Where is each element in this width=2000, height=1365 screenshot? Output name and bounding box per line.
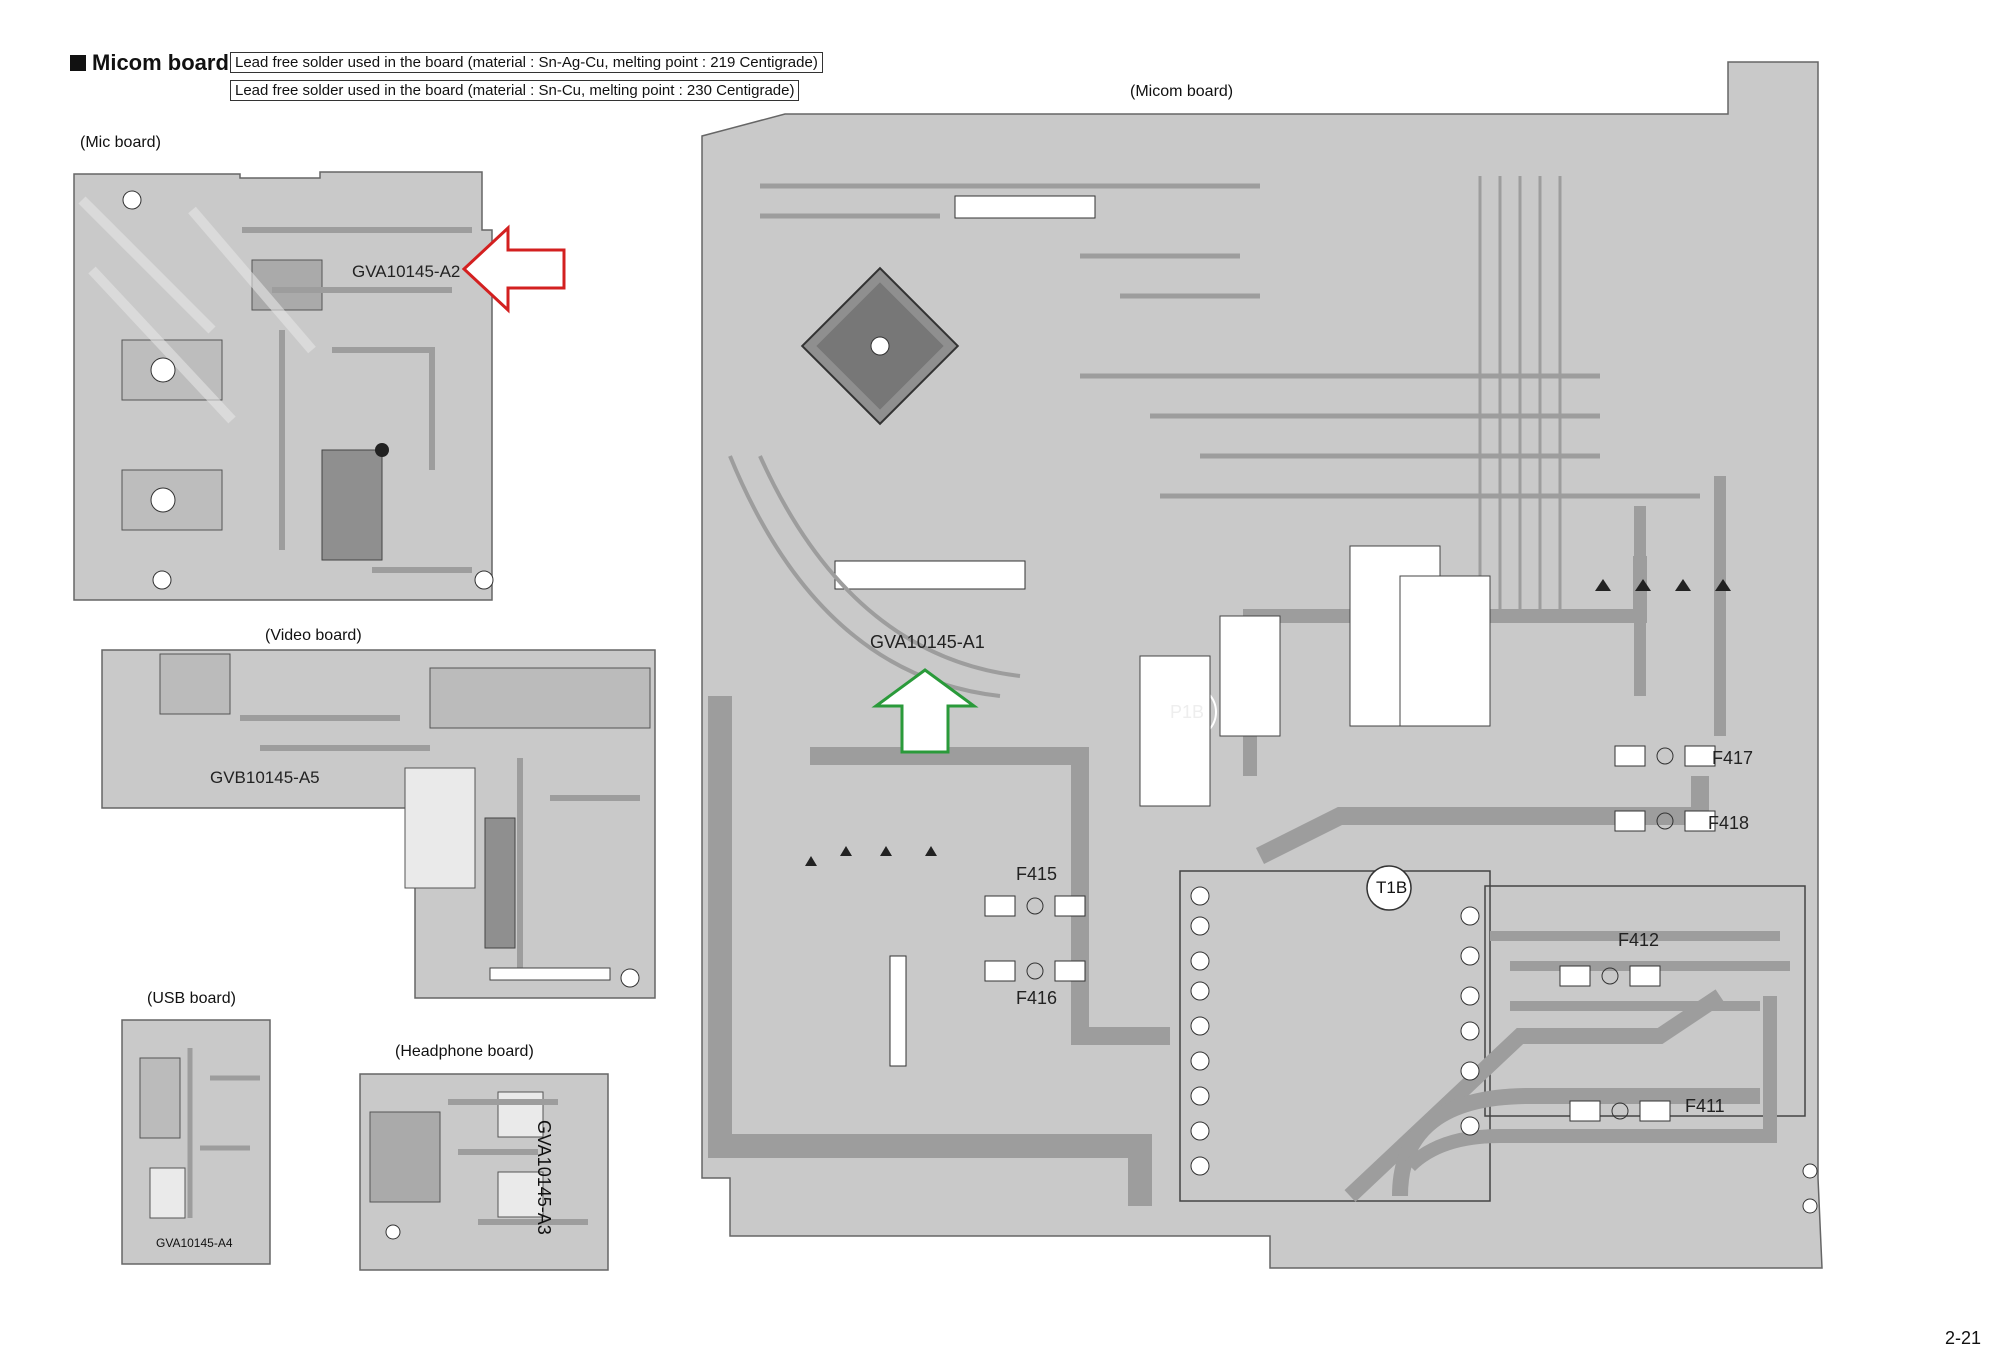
- micom-board-pcb: [701, 61, 1823, 1269]
- usb-board-title: (USB board): [147, 990, 236, 1007]
- f416-label: F416: [1016, 988, 1058, 1008]
- mic-board: GVA10145-A2: [72, 170, 514, 605]
- usb-board-code: GVA10145-A4: [156, 1236, 233, 1250]
- f415-label: F415: [1016, 864, 1058, 884]
- headphone-board-code: GVA10145-A3: [534, 1120, 554, 1235]
- headphone-board-title: (Headphone board): [395, 1043, 534, 1060]
- solder-note-2: Lead free solder used in the board (mate…: [230, 80, 800, 101]
- video-board: GVB10145-A5: [100, 648, 660, 1003]
- micom-arrow-icon: [871, 668, 979, 754]
- p1b-label: P1B: [1170, 702, 1205, 722]
- usb-board-pcb: [121, 1019, 271, 1265]
- f418-label: F418: [1708, 813, 1750, 833]
- video-board-code: GVB10145-A5: [210, 768, 320, 787]
- f411-label: F411: [1685, 1096, 1725, 1116]
- usb-board: GVA10145-A4: [120, 1018, 272, 1266]
- video-board-title: (Video board): [265, 627, 362, 644]
- solder-note-1: Lead free solder used in the board (mate…: [230, 52, 823, 73]
- f417-label: F417: [1712, 748, 1754, 768]
- mic-arrow-icon: [461, 224, 566, 314]
- headphone-board-pcb: [359, 1073, 609, 1271]
- mic-board-title: (Mic board): [80, 134, 161, 151]
- mic-board-code: GVA10145-A2: [352, 262, 461, 281]
- headphone-board: GVA10145-A3: [358, 1072, 610, 1272]
- mic-board-pcb: [73, 171, 494, 601]
- t1b-label: T1B: [1376, 878, 1408, 897]
- video-board-pcb: [101, 649, 656, 999]
- micom-board-code: GVA10145-A1: [870, 632, 985, 652]
- f412-label: F412: [1618, 930, 1660, 950]
- page-heading: Micom board: [70, 50, 229, 76]
- micom-board: GVA10145-A1 P1B T1B F417 F418 F415 F416 …: [700, 56, 1850, 1276]
- heading-square-icon: [70, 55, 86, 71]
- page-title: Micom board: [92, 50, 229, 75]
- micom-board-title: (Micom board): [1130, 83, 1234, 100]
- page-number: 2-21: [1945, 1328, 1982, 1348]
